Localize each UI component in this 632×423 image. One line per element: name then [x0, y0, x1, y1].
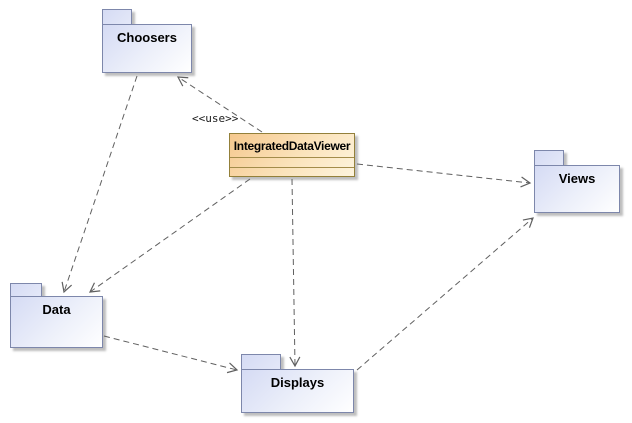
- package-data-tab: [10, 283, 42, 297]
- package-displays-label: Displays: [270, 375, 325, 390]
- package-choosers-body: Choosers: [102, 24, 192, 73]
- class-operations-compartment: [230, 167, 354, 177]
- class-attributes-compartment: [230, 157, 354, 167]
- edge-idv-to-views: [356, 163, 532, 188]
- package-displays-tab: [241, 354, 281, 370]
- edge-idv-to-displays: [289, 178, 301, 368]
- package-data-label: Data: [42, 302, 71, 317]
- package-views-body: Views: [534, 165, 620, 213]
- edge-choosers-to-data: [61, 75, 138, 294]
- package-views-tab: [534, 150, 564, 166]
- edge-displays-to-views: [356, 217, 534, 371]
- package-choosers-label: Choosers: [117, 30, 177, 45]
- package-displays-body: Displays: [241, 369, 354, 413]
- class-integrated-data-viewer: IntegratedDataViewer: [229, 133, 355, 177]
- class-integrated-data-viewer-name: IntegratedDataViewer: [233, 138, 351, 153]
- package-views-label: Views: [558, 171, 596, 186]
- use-stereotype-label: <<use>>: [192, 112, 239, 125]
- edge-idv-to-data: [88, 178, 251, 293]
- package-data-body: Data: [10, 296, 103, 348]
- edge-data-to-displays: [103, 335, 239, 374]
- package-choosers-tab: [102, 9, 132, 25]
